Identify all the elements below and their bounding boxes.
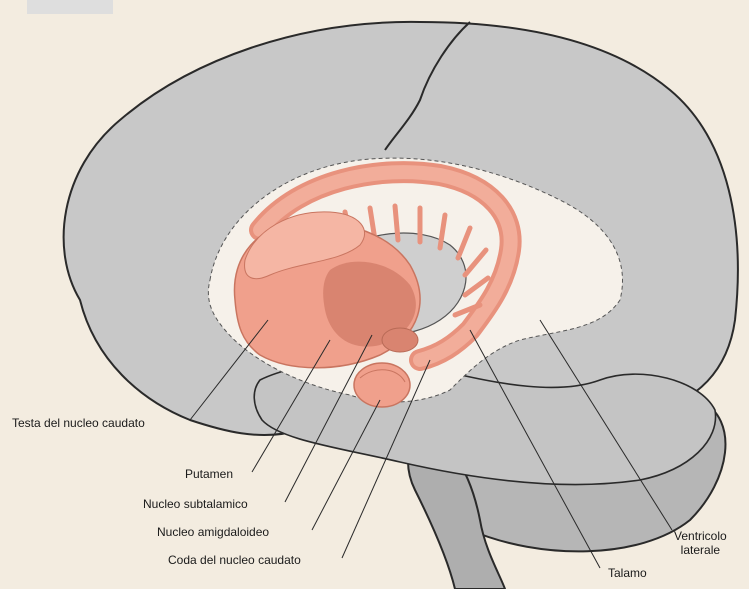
label-ventricolo-line1: Ventricolo [674,529,727,543]
label-amigdaloideo: Nucleo amigdaloideo [157,525,269,539]
label-putamen: Putamen [185,467,233,481]
label-subtalamico: Nucleo subtalamico [143,497,248,511]
subthalamic-nucleus [382,328,418,352]
label-ventricolo: Ventricolo laterale [674,529,727,557]
label-coda: Coda del nucleo caudato [168,553,301,567]
label-testa: Testa del nucleo caudato [12,416,145,430]
label-ventricolo-line2: laterale [674,543,727,557]
label-talamo: Talamo [608,566,647,580]
